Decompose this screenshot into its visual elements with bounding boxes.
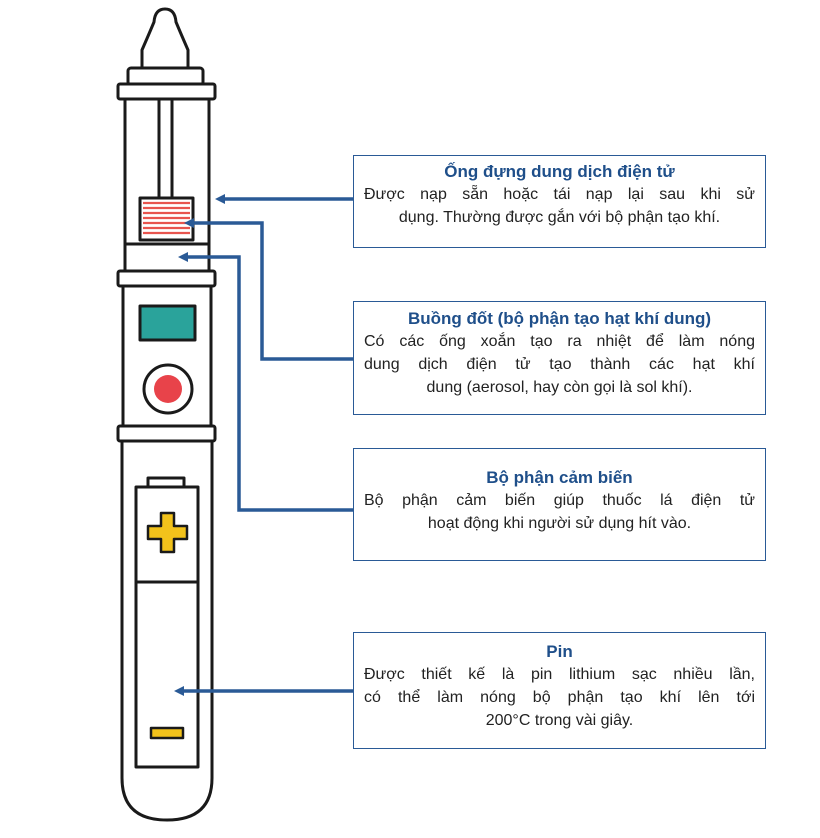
label-battery: Pin Được thiết kế là pin lithium sạc nhi…	[353, 632, 766, 749]
display-screen	[138, 304, 197, 342]
label-sensor-title: Bộ phận cảm biến	[486, 468, 633, 487]
label-battery-line-3: 200°C trong vài giây.	[485, 712, 634, 729]
middle-ring-top	[116, 269, 217, 288]
label-tank-line-1: Được nạp sẵn hoặc tái nạp lại sau khi sử	[364, 186, 755, 203]
middle-ring-bottom	[116, 424, 217, 443]
label-tank-title: Ống đựng dung dịch điện tử	[444, 162, 675, 181]
coil-stripes	[143, 201, 190, 235]
label-chamber: Buồng đốt (bộ phận tạo hạt khí dung) Có …	[353, 301, 766, 415]
mouthpiece-collar	[126, 66, 205, 87]
e-cigarette	[116, 7, 217, 822]
arrows	[174, 194, 355, 696]
label-tank: Ống đựng dung dịch điện tử Được nạp sẵn …	[353, 155, 766, 248]
label-battery-line-1: Được thiết kế là pin lithium sạc nhiều l…	[364, 666, 755, 683]
label-chamber-title: Buồng đốt (bộ phận tạo hạt khí dung)	[407, 309, 712, 328]
label-sensor-line-1: Bộ phận cảm biến giúp thuốc lá điện tử	[364, 492, 755, 509]
top-ring	[116, 82, 217, 101]
plus-icon	[146, 511, 189, 554]
button-core	[154, 375, 182, 403]
label-chamber-desc: Có các ống xoắn tạo ra nhiệt để làm nóng…	[364, 330, 755, 399]
arrow-sensor	[178, 252, 355, 512]
label-tank-desc: Được nạp sẵn hoặc tái nạp lại sau khi sử…	[364, 183, 755, 229]
label-battery-desc: Được thiết kế là pin lithium sạc nhiều l…	[364, 663, 755, 732]
label-sensor: Bộ phận cảm biến Bộ phận cảm biến giúp t…	[353, 448, 766, 561]
label-chamber-line-2: dung dịch điện tử tạo thành các hạt khí	[364, 356, 755, 373]
label-battery-line-2: có thể làm nóng bộ phận tạo khí lên tới	[364, 689, 755, 706]
label-chamber-line-3: dung (aerosol, hay còn gọi là sol khí).	[426, 379, 693, 396]
minus-icon	[149, 726, 185, 740]
mouthpiece	[140, 7, 190, 70]
label-tank-line-2: dụng. Thường được gắn với bộ phận tạo kh…	[398, 209, 721, 226]
label-sensor-line-2: hoạt động khi người sử dụng hít vào.	[427, 515, 692, 532]
arrow-chamber	[184, 218, 355, 361]
label-battery-title: Pin	[546, 642, 573, 661]
label-chamber-line-1: Có các ống xoắn tạo ra nhiệt để làm nóng	[364, 333, 755, 350]
label-sensor-desc: Bộ phận cảm biến giúp thuốc lá điện tử h…	[364, 489, 755, 535]
